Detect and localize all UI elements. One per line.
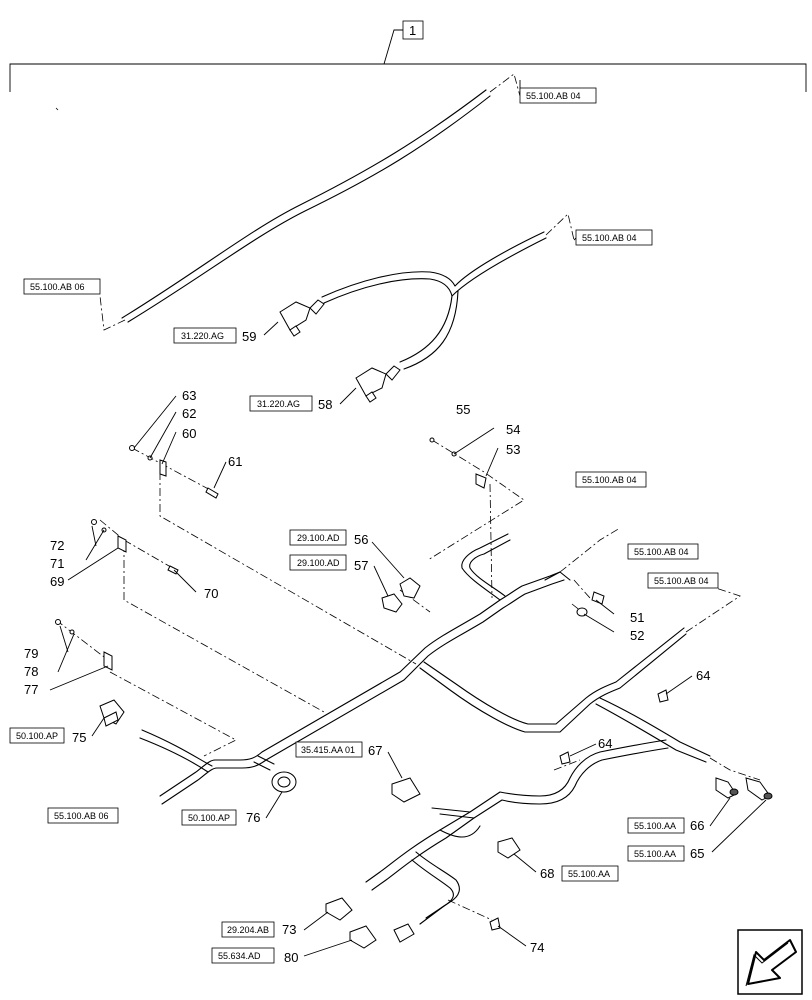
svg-text:55.100.AB 04: 55.100.AB 04 xyxy=(582,233,637,243)
upper-harness xyxy=(99,73,575,403)
ref-50-100-ap-75: 50.100.AP xyxy=(9,727,65,744)
svg-text:68: 68 xyxy=(540,866,554,881)
svg-text:72: 72 xyxy=(50,538,64,553)
svg-text:51: 51 xyxy=(630,610,644,625)
svg-text:75: 75 xyxy=(72,730,86,745)
svg-text:65: 65 xyxy=(690,846,704,861)
svg-text:55.100.AA: 55.100.AA xyxy=(634,821,676,831)
svg-text:55.100.AB 04: 55.100.AB 04 xyxy=(654,576,709,586)
svg-text:29.100.AD: 29.100.AD xyxy=(297,533,340,543)
ref-55-634-ad-80: 55.634.AD xyxy=(211,947,275,964)
svg-text:80: 80 xyxy=(284,950,298,965)
svg-text:58: 58 xyxy=(318,397,332,412)
ref-55-100-ab-06-left: 55.100.AB 06 xyxy=(23,278,101,295)
svg-text:55.100.AB 06: 55.100.AB 06 xyxy=(30,282,85,292)
ref-55-100-ab-04-mid: 55.100.AB 04 xyxy=(575,229,653,246)
svg-text:55.100.AB 04: 55.100.AB 04 xyxy=(634,547,689,557)
svg-text:66: 66 xyxy=(690,818,704,833)
svg-text:55.100.AA: 55.100.AA xyxy=(634,849,676,859)
ref-55-100-ab-04-c1: 55.100.AB 04 xyxy=(575,471,647,488)
ref-55-100-ab-04-top: 55.100.AB 04 xyxy=(519,87,597,104)
svg-text:69: 69 xyxy=(50,574,64,589)
svg-text:29.100.AD: 29.100.AD xyxy=(297,558,340,568)
ref-29-100-ad-57: 29.100.AD xyxy=(289,554,347,571)
svg-text:35.415.AA 01: 35.415.AA 01 xyxy=(301,745,355,755)
svg-text:64: 64 xyxy=(598,736,612,751)
ref-35-415-aa-01-67: 35.415.AA 01 xyxy=(295,741,363,758)
svg-text:78: 78 xyxy=(24,664,38,679)
svg-text:31.220.AG: 31.220.AG xyxy=(181,331,224,341)
svg-text:55.100.AB 04: 55.100.AB 04 xyxy=(582,475,637,485)
ref-55-100-ab-04-c3: 55.100.AB 04 xyxy=(647,572,719,589)
svg-text:52: 52 xyxy=(630,628,644,643)
svg-text:67: 67 xyxy=(368,743,382,758)
svg-text:55.634.AD: 55.634.AD xyxy=(218,951,261,961)
svg-text:55.100.AB 06: 55.100.AB 06 xyxy=(54,811,109,821)
svg-text:50.100.AP: 50.100.AP xyxy=(188,813,230,823)
connector-59 xyxy=(279,299,325,337)
ref-55-100-ab-06-bottom: 55.100.AB 06 xyxy=(47,807,119,824)
connector-58 xyxy=(355,365,401,403)
svg-text:54: 54 xyxy=(506,422,520,437)
ref-55-100-aa-66: 55.100.AA xyxy=(627,817,685,834)
svg-text:29.204.AB: 29.204.AB xyxy=(227,925,269,935)
number-leaders xyxy=(49,80,767,957)
svg-text:56: 56 xyxy=(354,532,368,547)
svg-text:73: 73 xyxy=(282,922,296,937)
ref-31-220-ag-59: 31.220.AG xyxy=(173,327,237,344)
assembly-label: 1 xyxy=(409,23,416,38)
ref-55-100-aa-68: 55.100.AA xyxy=(561,865,619,882)
assembly-bracket: 1 xyxy=(9,20,807,92)
svg-text:79: 79 xyxy=(24,646,38,661)
svg-text:55.100.AB 04: 55.100.AB 04 xyxy=(526,91,581,101)
svg-text:77: 77 xyxy=(24,682,38,697)
svg-text:76: 76 xyxy=(246,810,260,825)
ref-31-220-ag-58: 31.220.AG xyxy=(249,395,313,412)
svg-text:63: 63 xyxy=(182,388,196,403)
svg-text:57: 57 xyxy=(354,558,368,573)
ref-55-100-aa-65: 55.100.AA xyxy=(627,845,685,862)
svg-text:55: 55 xyxy=(456,402,470,417)
hardware xyxy=(55,437,669,931)
svg-text:62: 62 xyxy=(182,406,196,421)
arrow-icon[interactable] xyxy=(737,929,803,995)
ref-50-100-ap-76: 50.100.AP xyxy=(181,809,237,826)
connectors-lower xyxy=(99,577,773,949)
item-numbers: 51 52 53 54 55 56 57 58 59 60 61 62 63 6… xyxy=(24,329,710,965)
svg-text:74: 74 xyxy=(530,940,544,955)
svg-text:60: 60 xyxy=(182,426,196,441)
svg-text:31.220.AG: 31.220.AG xyxy=(257,399,300,409)
svg-text:71: 71 xyxy=(50,556,64,571)
svg-text:59: 59 xyxy=(242,329,256,344)
ref-29-204-ab-73: 29.204.AB xyxy=(221,921,275,938)
main-harness xyxy=(139,533,761,925)
svg-text:70: 70 xyxy=(204,586,218,601)
dash-lines xyxy=(55,107,621,921)
svg-text:64: 64 xyxy=(696,668,710,683)
ref-boxes: 55.100.AB 04 55.100.AB 04 55.100.AB 06 3… xyxy=(9,87,719,964)
svg-text:50.100.AP: 50.100.AP xyxy=(16,731,58,741)
svg-text:61: 61 xyxy=(228,454,242,469)
svg-text:55.100.AA: 55.100.AA xyxy=(568,869,610,879)
svg-text:53: 53 xyxy=(506,442,520,457)
ref-55-100-ab-04-c2: 55.100.AB 04 xyxy=(627,543,699,560)
ref-29-100-ad-56: 29.100.AD xyxy=(289,529,347,546)
